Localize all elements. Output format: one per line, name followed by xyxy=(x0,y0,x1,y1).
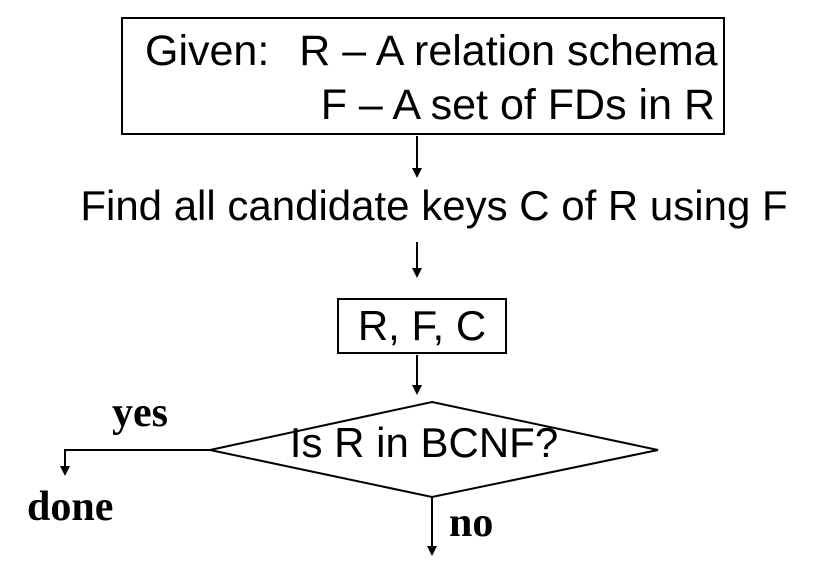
yes-label: yes xyxy=(112,390,168,436)
given-box-line1: Given: R – A relation schema xyxy=(123,24,723,78)
given-box: Given: R – A relation schema F – A set o… xyxy=(121,17,725,135)
step-find-keys-text: Find all candidate keys C of R using F xyxy=(80,182,788,229)
rfc-box: R, F, C xyxy=(337,298,507,354)
given-line2-text: F – A set of FDs in R xyxy=(320,81,715,129)
decision-diamond-shape xyxy=(209,400,659,499)
yes-branch-arrow xyxy=(60,449,210,476)
given-label: Given: xyxy=(145,27,270,75)
no-label: no xyxy=(449,500,494,546)
given-line1-text: R – A relation schema xyxy=(299,27,718,75)
done-label: done xyxy=(27,484,114,530)
decision-label: Is R in BCNF? xyxy=(289,419,559,466)
